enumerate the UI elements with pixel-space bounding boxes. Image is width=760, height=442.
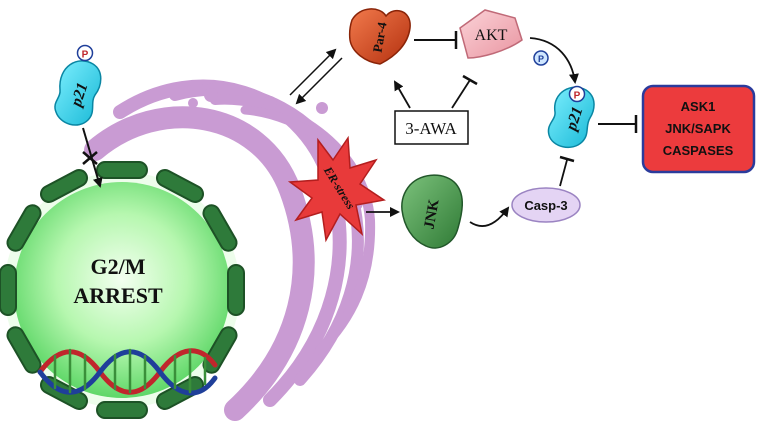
p21-protein-top: p21 <box>54 60 102 126</box>
phospho-badge-icon: P <box>76 44 94 62</box>
awa-inhibits-akt <box>451 74 478 109</box>
phospho-label-top: P <box>82 50 89 61</box>
jnk-label: JNK <box>422 198 443 231</box>
par4-inhibits-akt <box>414 31 458 49</box>
p21-inhibits-apoptosis-box <box>598 115 638 133</box>
three-awa-compound-box: 3-AWA <box>394 110 469 145</box>
dna-helix-icon <box>37 348 218 396</box>
casp3-protein: Casp-3 <box>511 187 581 223</box>
akt-phosphorylation-arrow: P <box>529 37 579 84</box>
casp3-inhibits-p21 <box>559 155 575 187</box>
par4-protein: Par-4 <box>348 8 411 65</box>
box-label-jnk-sapk: JNK/SAPK <box>665 121 731 136</box>
er-par4-exchange-arrows <box>289 48 343 105</box>
jnk-to-casp3-arrow <box>469 206 510 227</box>
par4-label: Par-4 <box>370 20 390 53</box>
box-label-ask1: ASK1 <box>681 99 716 114</box>
nucleus <box>4 172 240 408</box>
phospho-label-akt: P <box>538 54 544 64</box>
box-label-caspases: CASPASES <box>663 143 734 158</box>
p21-protein-right: p21 P <box>547 85 595 149</box>
apoptosis-effectors-box: ASK1 JNK/SAPK CASPASES <box>641 84 756 174</box>
blocked-import-arrow <box>82 127 103 188</box>
phospho-label-right: P <box>574 91 581 102</box>
akt-protein: AKT <box>459 9 523 59</box>
awa-activates-par4 <box>394 80 411 109</box>
three-awa-label: 3-AWA <box>405 119 457 138</box>
nucleus-label-line1: G2/M <box>91 254 146 279</box>
jnk-protein: JNK <box>401 174 463 249</box>
nucleus-label-line2: ARREST <box>73 283 163 308</box>
er-stress-burst-icon: ER-stress <box>287 135 386 243</box>
akt-label: AKT <box>475 27 508 44</box>
er-vesicles <box>188 88 328 114</box>
casp3-label: Casp-3 <box>524 198 567 213</box>
